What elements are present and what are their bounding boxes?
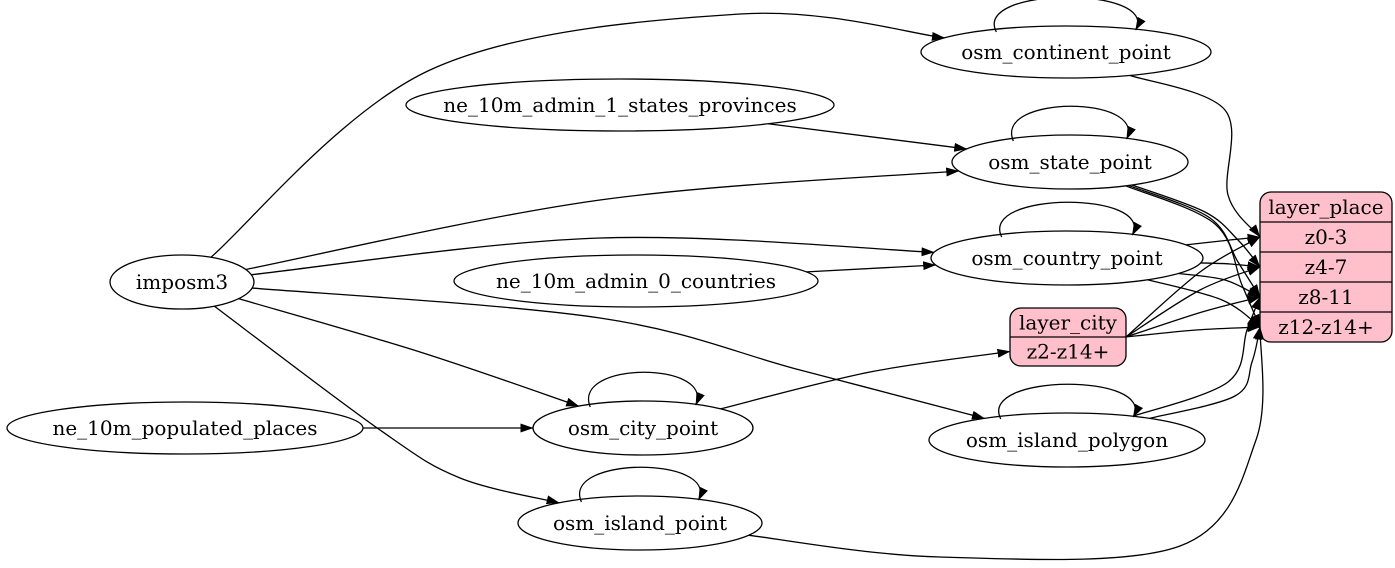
node-osm-state-point-label: osm_state_point: [988, 150, 1152, 174]
node-osm-continent-point-label: osm_continent_point: [961, 40, 1171, 64]
edge-imposm3-to-osm-continent-point: [210, 12, 945, 258]
node-imposm3-label: imposm3: [136, 270, 228, 294]
node-osm-continent-point: osm_continent_point: [920, 25, 1212, 79]
node-imposm3: imposm3: [109, 254, 255, 310]
layer-place-row-z4-7: z4-7: [1305, 255, 1348, 279]
edge-osm-island-point-to-layer-place-z12-z14: [748, 326, 1265, 561]
node-osm-state-point-shape: [951, 134, 1189, 190]
self-loop-osm-country-point: [999, 201, 1143, 238]
edge-osm-country-point-to-layer-place-z8-11: [1178, 272, 1261, 298]
node-ne-10m-admin-1-states-provinces-shape: [405, 78, 835, 132]
node-ne-10m-admin-1-states-provinces: ne_10m_admin_1_states_provinces: [405, 78, 835, 132]
record-layer-city: layer_city z2-z14+: [1009, 307, 1127, 367]
edge-layer-city-to-layer-place-z8-11: [1125, 295, 1261, 338]
edge-osm-country-point-to-layer-place-z12-z14: [1147, 279, 1261, 328]
node-osm-island-point: osm_island_point: [517, 495, 763, 551]
layer-city-row-z2-z14: z2-z14+: [1027, 340, 1110, 364]
self-loop-osm-island-polygon: [998, 383, 1144, 420]
edge-imposm3-to-osm-island-point: [213, 305, 560, 505]
edge-osm-city-point-to-layer-city-z2-z14: [720, 348, 1011, 410]
node-imposm3-shape: [109, 254, 255, 310]
node-ne-10m-admin-0-countries-label: ne_10m_admin_0_countries: [496, 269, 776, 293]
edge-imposm3-to-osm-city-point: [238, 298, 580, 407]
node-osm-island-point-label: osm_island_point: [553, 511, 727, 535]
node-osm-island-polygon: osm_island_polygon: [928, 412, 1206, 468]
layer-city-row-layer-city: layer_city: [1019, 311, 1118, 335]
record-layer-place: layer_place z0-3 z4-7 z8-11 z12-z14+: [1259, 191, 1393, 343]
node-osm-city-point: osm_city_point: [532, 400, 754, 456]
edge-osm-state-point-to-layer-place-z4-7: [1131, 184, 1261, 268]
edge-layer-city-to-layer-place-z0-3: [1125, 236, 1261, 338]
layer-place-row-layer-place: layer_place: [1268, 195, 1383, 219]
edge-layer-city-to-layer-place-z12-z14: [1125, 323, 1261, 338]
self-loop-osm-continent-point: [993, 0, 1146, 33]
node-osm-state-point: osm_state_point: [951, 134, 1189, 190]
node-osm-island-polygon-shape: [928, 412, 1206, 468]
edge-osm-island-polygon-to-layer-place-z12-z14: [1149, 326, 1262, 419]
node-ne-10m-admin-0-countries-shape: [453, 254, 819, 308]
node-osm-country-point-label: osm_country_point: [971, 246, 1162, 270]
edge-imposm3-to-osm-state-point: [245, 167, 960, 271]
self-loop-osm-island-point: [578, 466, 708, 503]
node-osm-country-point: osm_country_point: [930, 230, 1204, 286]
edge-imposm3-to-osm-island-polygon: [252, 287, 985, 420]
self-loop-osm-city-point: [587, 371, 705, 408]
node-ne-10m-populated-places-label: ne_10m_populated_places: [52, 416, 317, 440]
edge-osm-country-point-to-layer-place-z4-7: [1200, 261, 1261, 271]
edge-ne-10m-admin-1-states-provinces-to-osm-state-point: [768, 123, 968, 152]
edge-ne-10m-admin-0-countries-to-osm-country-point: [806, 261, 937, 273]
node-osm-continent-point-shape: [920, 25, 1212, 79]
node-ne-10m-populated-places: ne_10m_populated_places: [6, 401, 364, 455]
edge-imposm3-to-osm-country-point: [251, 236, 935, 276]
edge-osm-country-point-to-layer-place-z0-3: [1185, 233, 1261, 246]
node-ne-10m-admin-1-states-provinces-label: ne_10m_admin_1_states_provinces: [443, 93, 796, 117]
node-osm-city-point-label: osm_city_point: [568, 416, 718, 440]
layer-place-row-z8-11: z8-11: [1298, 285, 1353, 309]
node-osm-country-point-shape: [930, 230, 1204, 286]
node-osm-island-point-shape: [517, 495, 763, 551]
layer-place-row-z0-3: z0-3: [1305, 225, 1348, 249]
edge-layer-city-to-layer-place-z4-7: [1125, 266, 1261, 338]
edge-osm-island-polygon-to-layer-place-z8-11: [1132, 296, 1261, 417]
edge-osm-continent-point-to-layer-place-z0-3: [1129, 74, 1261, 238]
node-ne-10m-admin-0-countries: ne_10m_admin_0_countries: [453, 254, 819, 308]
self-loop-osm-state-point: [1010, 105, 1136, 142]
node-osm-island-polygon-label: osm_island_polygon: [966, 428, 1168, 452]
layer-place-row-z12-z14: z12-z14+: [1278, 315, 1374, 339]
